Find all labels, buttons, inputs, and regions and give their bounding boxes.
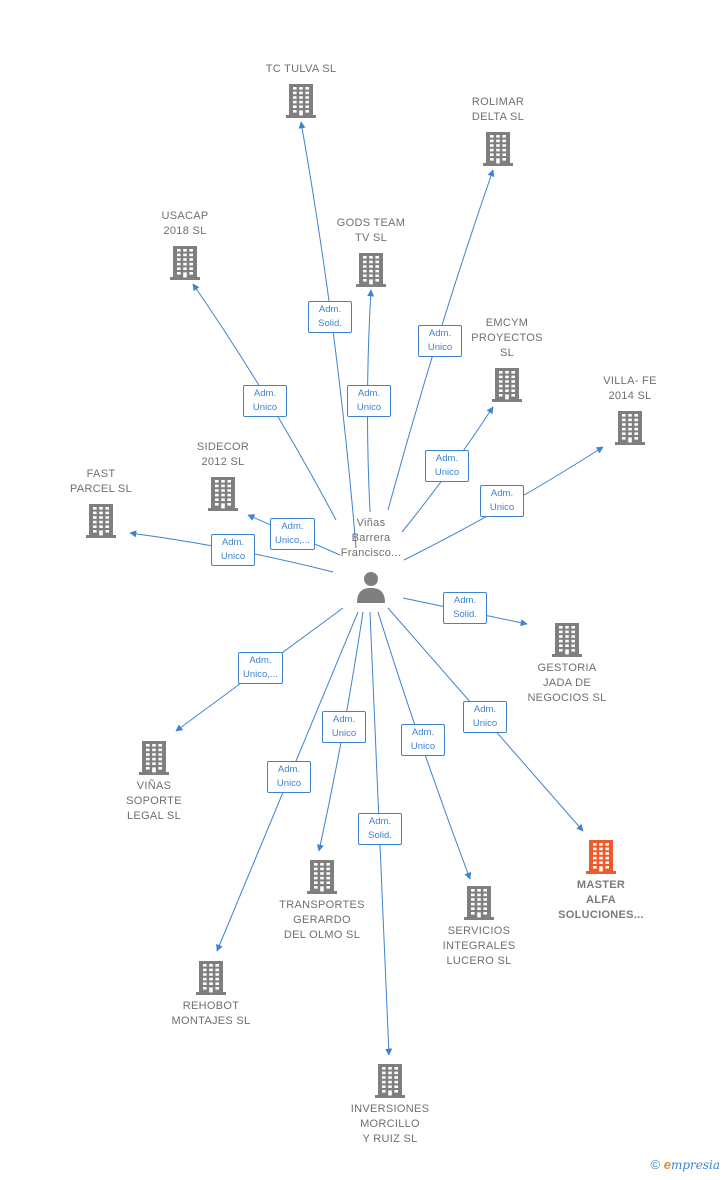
- building-icon: [170, 246, 200, 280]
- company-label: VILLA- FE 2014 SL: [603, 375, 657, 402]
- company-label: VIÑAS SOPORTE LEGAL SL: [126, 780, 182, 822]
- role-badge-tc-tulva[interactable]: Adm. Solid.: [308, 301, 352, 333]
- company-node-fast-parcel[interactable]: FAST PARCEL SL: [41, 467, 161, 539]
- edge-tc-tulva: [298, 121, 357, 549]
- company-label: GESTORIA JADA DE NEGOCIOS SL: [527, 662, 607, 704]
- company-node-servicios[interactable]: SERVICIOS INTEGRALES LUCERO SL: [419, 885, 539, 969]
- brand-logo-e: e: [663, 1157, 671, 1172]
- building-icon: [208, 477, 238, 511]
- role-badge-rolimar[interactable]: Adm. Unico: [418, 325, 462, 357]
- role-badge-master-alfa[interactable]: Adm. Unico: [463, 701, 507, 733]
- company-label: TRANSPORTES GERARDO DEL OLMO SL: [279, 899, 365, 941]
- company-label: MASTER ALFA SOLUCIONES...: [558, 879, 644, 921]
- person-name: Viñas Barrera Francisco...: [340, 517, 402, 559]
- person-icon: [357, 572, 385, 603]
- company-node-villa-fe[interactable]: VILLA- FE 2014 SL: [570, 374, 690, 446]
- company-label: TC TULVA SL: [265, 63, 337, 75]
- building-icon: [492, 368, 522, 402]
- copyright-footer: © empresia: [650, 1157, 720, 1172]
- role-badge-vinas-soporte[interactable]: Adm. Unico,...: [238, 652, 283, 684]
- role-badge-gestoria[interactable]: Adm. Solid.: [443, 592, 487, 624]
- company-label: EMCYM PROYECTOS SL: [471, 317, 543, 359]
- company-label: REHOBOT MONTAJES SL: [171, 1000, 251, 1027]
- role-badge-rehobot[interactable]: Adm. Unico: [267, 761, 311, 793]
- company-node-rehobot[interactable]: REHOBOT MONTAJES SL: [151, 960, 271, 1029]
- company-node-transportes[interactable]: TRANSPORTES GERARDO DEL OLMO SL: [262, 859, 382, 943]
- building-icon: [286, 84, 316, 118]
- building-icon: [483, 132, 513, 166]
- building-icon: [86, 504, 116, 538]
- company-node-sidecor[interactable]: SIDECOR 2012 SL: [163, 440, 283, 512]
- role-badge-fast-parcel[interactable]: Adm. Unico: [211, 534, 255, 566]
- company-label: ROLIMAR DELTA SL: [471, 96, 525, 123]
- building-icon: [464, 886, 494, 920]
- company-node-inversiones[interactable]: INVERSIONES MORCILLO Y RUIZ SL: [330, 1063, 450, 1147]
- role-badge-inversiones[interactable]: Adm. Solid.: [358, 813, 402, 845]
- company-node-rolimar[interactable]: ROLIMAR DELTA SL: [438, 95, 558, 167]
- building-icon: [615, 411, 645, 445]
- person-node[interactable]: Viñas Barrera Francisco...: [311, 516, 431, 605]
- company-node-tc-tulva[interactable]: TC TULVA SL: [241, 62, 361, 119]
- company-label: INVERSIONES MORCILLO Y RUIZ SL: [350, 1103, 430, 1145]
- role-badge-usacap[interactable]: Adm. Unico: [243, 385, 287, 417]
- building-icon: [552, 623, 582, 657]
- company-node-gestoria[interactable]: GESTORIA JADA DE NEGOCIOS SL: [507, 622, 627, 706]
- company-node-usacap[interactable]: USACAP 2018 SL: [125, 209, 245, 281]
- building-icon: [375, 1064, 405, 1098]
- company-node-master-alfa[interactable]: MASTER ALFA SOLUCIONES...: [541, 839, 661, 923]
- role-badge-servicios[interactable]: Adm. Unico: [401, 724, 445, 756]
- role-badge-transportes[interactable]: Adm. Unico: [322, 711, 366, 743]
- company-node-emcym[interactable]: EMCYM PROYECTOS SL: [447, 316, 567, 403]
- role-badge-gods-team[interactable]: Adm. Unico: [347, 385, 391, 417]
- role-badge-villa-fe[interactable]: Adm. Unico: [480, 485, 524, 517]
- role-badge-emcym[interactable]: Adm. Unico: [425, 450, 469, 482]
- role-badge-sidecor[interactable]: Adm. Unico,...: [270, 518, 315, 550]
- company-node-gods-team[interactable]: GODS TEAM TV SL: [311, 216, 431, 288]
- company-label: GODS TEAM TV SL: [336, 217, 406, 244]
- building-icon: [139, 741, 169, 775]
- company-label: USACAP 2018 SL: [161, 210, 209, 237]
- brand-logo-text: mpresia: [670, 1158, 720, 1172]
- company-label: SIDECOR 2012 SL: [196, 441, 250, 468]
- building-icon: [586, 840, 616, 874]
- building-icon: [196, 961, 226, 995]
- copyright-symbol: ©: [650, 1157, 661, 1172]
- building-icon: [356, 253, 386, 287]
- company-node-vinas-soporte[interactable]: VIÑAS SOPORTE LEGAL SL: [94, 740, 214, 824]
- company-label: FAST PARCEL SL: [69, 468, 132, 495]
- building-icon: [307, 860, 337, 894]
- company-label: SERVICIOS INTEGRALES LUCERO SL: [442, 925, 516, 967]
